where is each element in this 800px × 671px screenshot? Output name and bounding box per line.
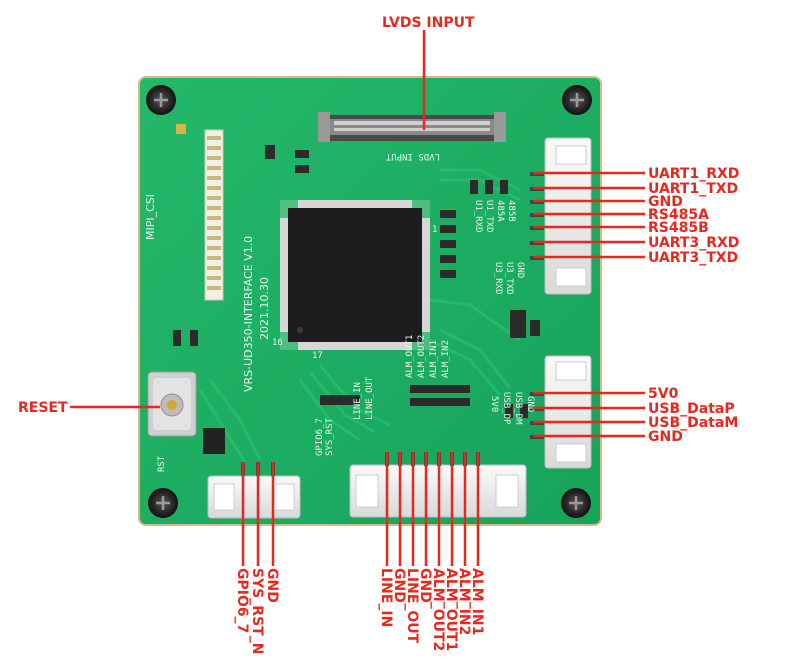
silk-alm-in2: ALM_IN2: [441, 340, 451, 378]
label-usb-datam: USB_DataM: [648, 415, 738, 431]
silk-usb-gnd: GND: [525, 396, 535, 412]
silk-uart-4: 485B: [506, 200, 516, 222]
labels-right-upper: UART1_RXD UART1_TXD GND RS485A RS485B UA…: [648, 166, 739, 266]
label-alm-out2: ALM_OUT2: [430, 568, 446, 651]
lvds-connector: LVDS INPUT: [318, 112, 506, 161]
main-ic-chip: 1 16 17: [272, 200, 437, 361]
silk-sysrst: SYS_RST: [325, 417, 335, 456]
label-rs485b: RS485B: [648, 220, 709, 236]
silk-usb-5v0: 5V0: [489, 396, 499, 412]
label-uart3-txd: UART3_TXD: [648, 250, 738, 266]
rst-silk-label: RST: [157, 455, 167, 472]
silk-uart-6: U3_TXD: [504, 262, 514, 295]
label-lvds-input: LVDS INPUT: [382, 15, 475, 31]
label-gpio6-7: GPIO6_7: [234, 568, 250, 633]
silk-uart-gnd: GND: [515, 262, 525, 278]
label-gnd-1: GND: [648, 194, 683, 210]
smd-components: [173, 145, 540, 418]
silk-alm-out1: ALM_OUT1: [405, 335, 415, 378]
uart-connector: [530, 137, 592, 295]
screw-top-right: [562, 85, 592, 115]
label-gnd-4: GND: [391, 568, 407, 603]
label-gnd-2: GND: [648, 429, 683, 445]
ic-pin1-label: 1: [432, 225, 437, 235]
label-reset: RESET: [18, 400, 68, 416]
label-uart1-txd: UART1_TXD: [648, 181, 738, 197]
label-line-in: LINE_IN: [378, 568, 394, 627]
board-date-silk: 2021.10.30: [258, 277, 271, 340]
screw-bottom-right: [561, 488, 591, 518]
label-sys-rst-n: SYS_RST_N: [249, 568, 265, 654]
silk-usb-dm: USB_DM: [513, 392, 523, 425]
ic-pin17-label: 17: [312, 351, 323, 361]
label-5v0: 5V0: [648, 386, 679, 402]
silk-line-out: LINE_OUT: [365, 376, 375, 420]
mipi-csi-connector: MIPI_CSI: [144, 124, 224, 301]
labels-bottom-left: GPIO6_7 SYS_RST_N GND: [234, 568, 280, 654]
label-uart3-rxd: UART3_RXD: [648, 235, 739, 251]
labels-bottom-mid: LINE_IN GND LINE_OUT GND ALM_OUT2 ALM_OU…: [378, 568, 485, 651]
callout-lines: [70, 30, 645, 566]
silk-alm-in1: ALM_IN1: [429, 340, 439, 378]
label-gnd-5: GND: [417, 568, 433, 603]
silk-gpio: GPIO6_7: [315, 418, 325, 456]
labels-right-lower: 5V0 USB_DataP USB_DataM GND: [648, 386, 738, 445]
label-line-out: LINE_OUT: [404, 568, 420, 644]
silk-usb-dp: USB_DP: [501, 392, 511, 425]
label-alm-in1: ALM_IN1: [469, 568, 485, 635]
mounting-screws: [146, 85, 592, 518]
label-uart1-rxd: UART1_RXD: [648, 166, 739, 182]
label-usb-datap: USB_DataP: [648, 401, 735, 417]
board-model-silk: VRS-UD350-INTERFACE V1.0: [242, 236, 255, 392]
silk-uart-3: 485A: [495, 200, 505, 222]
screw-bottom-left: [148, 488, 178, 518]
label-alm-in2: ALM_IN2: [456, 568, 472, 635]
label-rs485a: RS485A: [648, 207, 709, 223]
silk-uart-1: U1_TXD: [484, 200, 494, 233]
silk-alm-out2: ALM_OUT2: [417, 335, 427, 378]
screw-top-left: [146, 85, 176, 115]
silk-line-in: LINE_IN: [353, 382, 363, 420]
ic-pin16-label: 16: [272, 338, 283, 348]
reset-button-component: RST: [147, 371, 225, 472]
mipi-silk-label: MIPI_CSI: [144, 194, 157, 240]
label-alm-out1: ALM_OUT1: [443, 568, 459, 651]
silkscreen-labels: GPIO6_7 SYS_RST LINE_IN LINE_OUT ALM_OUT…: [315, 200, 535, 456]
label-gnd-3: GND: [264, 568, 280, 603]
silk-uart-5: U3_RXD: [493, 262, 503, 295]
lvds-silk-label: LVDS INPUT: [385, 151, 440, 161]
silk-uart-0: U1_RXD: [473, 200, 483, 233]
